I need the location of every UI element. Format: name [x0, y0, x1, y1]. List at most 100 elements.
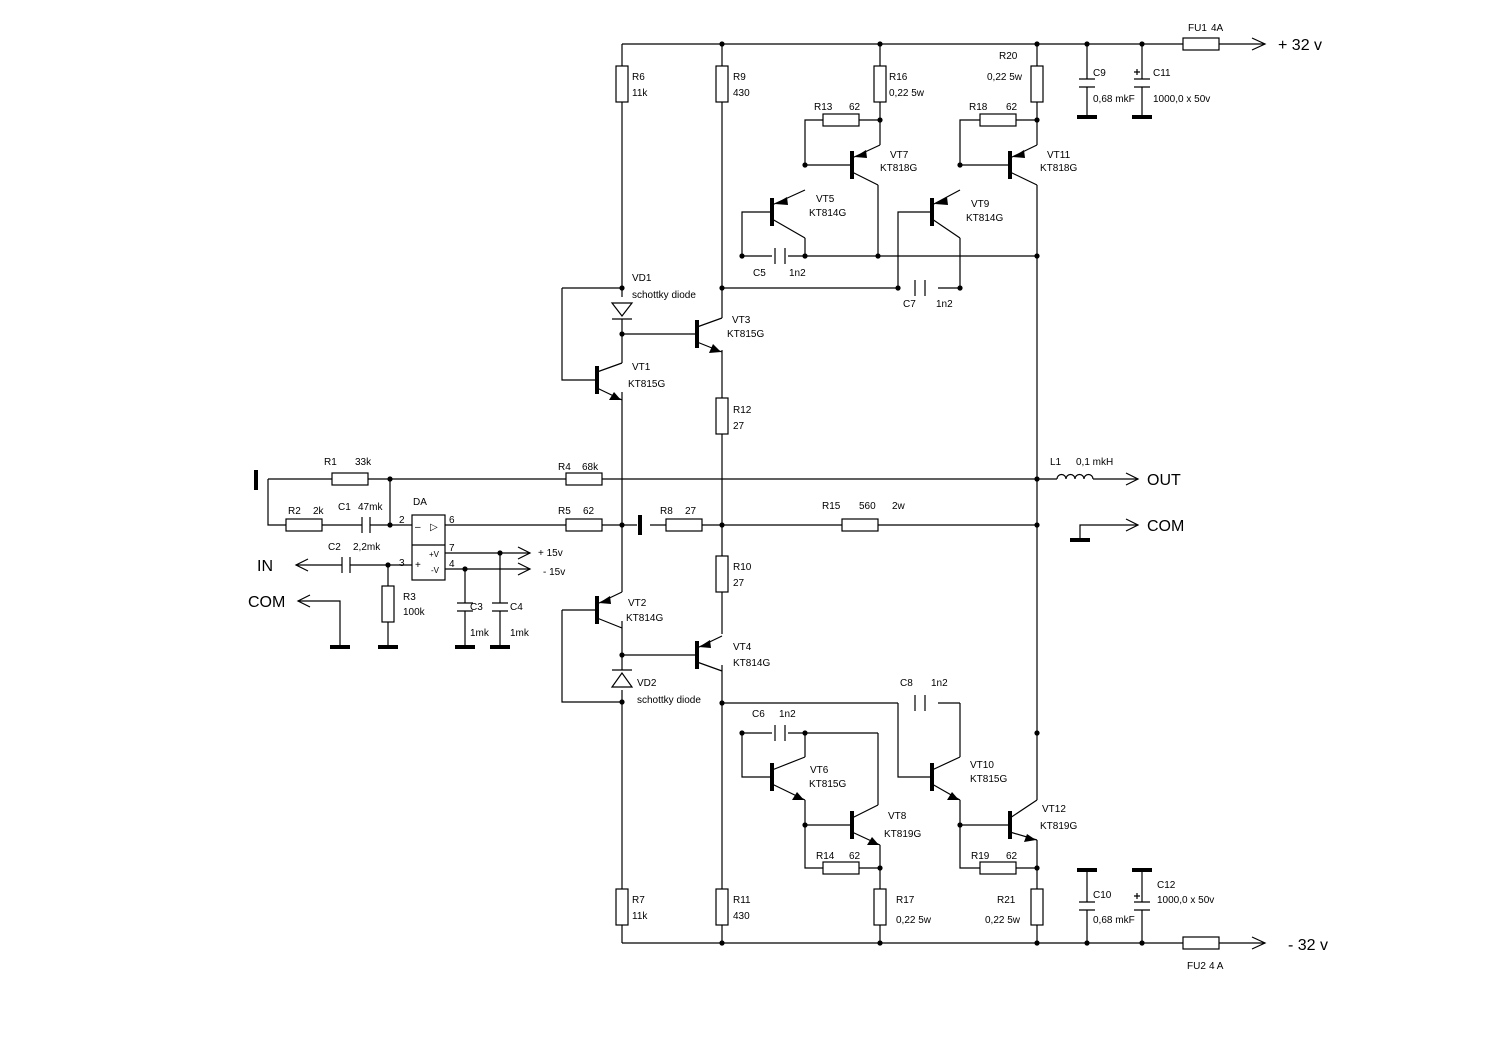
transistor-VT8: [850, 804, 881, 846]
label-R9-ref: R9: [733, 72, 746, 83]
label-VT9-value: KT814G: [966, 213, 1003, 224]
label-VT12-value: KT819G: [1040, 821, 1077, 832]
resistor-R21: [1030, 888, 1044, 926]
label-R14-value: 62: [849, 851, 861, 862]
diode-VD1: [610, 302, 634, 320]
inductor-L1: [1056, 473, 1094, 480]
resistor-R16: [873, 65, 887, 103]
capacitor-C8: [914, 695, 926, 711]
label-R11-ref: R11: [733, 895, 751, 906]
label-VT5-ref: VT5: [816, 194, 835, 205]
label-VT1-value: KT815G: [628, 379, 665, 390]
capacitor-C12: [1134, 901, 1150, 911]
resistor-R12: [715, 397, 729, 435]
label-C2-value: 2,2mk: [353, 542, 381, 553]
label-R12-ref: R12: [733, 405, 752, 416]
label-C11-ref: C11: [1153, 68, 1171, 79]
label-R21-ref: R21: [997, 895, 1016, 906]
wires: [267, 37, 1267, 950]
label-C12-value: 1000,0 x 50v: [1157, 895, 1214, 906]
label-L1-value: 0,1 mkH: [1076, 457, 1113, 468]
label-R2-value: 2k: [313, 506, 325, 517]
label-VT1-ref: VT1: [632, 362, 651, 373]
opamp-ref: DA: [413, 497, 427, 508]
label-R7-ref: R7: [632, 895, 645, 906]
label-VT8-ref: VT8: [888, 811, 907, 822]
label-C6-value: 1n2: [779, 709, 796, 720]
fuse-FU2: [1182, 936, 1220, 950]
terminal-m15: - 15v: [543, 567, 565, 578]
opamp-minus-symbol: –: [415, 522, 421, 533]
polarity-plus-C11: [1134, 69, 1140, 75]
label-VT9-ref: VT9: [971, 199, 990, 210]
capacitors: [341, 69, 1150, 911]
label-VD2-ref: VD2: [637, 678, 657, 689]
resistor-R20: [1030, 65, 1044, 103]
label-VT2-ref: VT2: [628, 598, 647, 609]
label-R1-value: 33k: [355, 457, 372, 468]
label-VT12-ref: VT12: [1042, 804, 1066, 815]
label-C4-ref: C4: [510, 602, 523, 613]
label-R10-ref: R10: [733, 562, 752, 573]
transistors: [595, 144, 1038, 846]
diode-VD2: [610, 669, 634, 688]
label-VT2-value: KT814G: [626, 613, 663, 624]
junctions: [385, 41, 1145, 946]
label-C8-ref: C8: [900, 678, 913, 689]
resistor-R13: [822, 113, 860, 127]
ground-symbols: [254, 115, 1152, 872]
resistor-R5: [565, 518, 603, 532]
label-VT3-ref: VT3: [732, 315, 751, 326]
label-C7-ref: C7: [903, 299, 916, 310]
label-R19-value: 62: [1006, 851, 1018, 862]
label-R1-ref: R1: [324, 457, 337, 468]
label-R18-value: 62: [1006, 102, 1018, 113]
terminal-out: OUT: [1147, 472, 1181, 489]
label-VT10-value: KT815G: [970, 774, 1007, 785]
label-VT11-ref: VT11: [1047, 150, 1071, 161]
label-C9-value: 0,68 mkF: [1093, 94, 1135, 105]
capacitor-C1: [361, 517, 371, 533]
label-VT6-ref: VT6: [810, 765, 829, 776]
label-VT3-value: KT815G: [727, 329, 764, 340]
terminal-p15: + 15v: [538, 548, 563, 559]
label-VT4-value: KT814G: [733, 658, 770, 669]
label-C8-value: 1n2: [931, 678, 948, 689]
terminal-vneg: - 32 v: [1288, 937, 1328, 954]
opamp-pin-4: 4: [449, 559, 455, 570]
transistor-VT5: [770, 189, 806, 239]
label-VT10-ref: VT10: [970, 760, 994, 771]
capacitor-C10: [1079, 901, 1095, 911]
opamp-pin-7: 7: [449, 543, 455, 554]
opamp-pin-2: 2: [399, 515, 405, 526]
transistor-VT2: [595, 591, 623, 629]
resistor-R4: [565, 472, 603, 486]
label-FU1-ref: FU1: [1188, 23, 1207, 34]
opamp-vpos-symbol: +V: [429, 550, 440, 559]
label-C4-value: 1mk: [510, 628, 530, 639]
label-C6-ref: C6: [752, 709, 765, 720]
resistor-R18: [979, 113, 1017, 127]
label-C11-value: 1000,0 x 50v: [1153, 94, 1210, 105]
resistor-R10: [715, 555, 729, 593]
terminal-com-right: COM: [1147, 518, 1184, 535]
label-R20-ref: R20: [999, 51, 1018, 62]
capacitor-C2: [341, 557, 351, 573]
opamp-plus-symbol: +: [415, 560, 421, 571]
resistor-R19: [979, 861, 1017, 875]
opamp-vneg-symbol: -V: [431, 566, 440, 575]
terminal-com-left: COM: [248, 594, 285, 611]
label-C2-ref: C2: [328, 542, 341, 553]
label-FU2-ref: FU2: [1187, 961, 1206, 972]
label-R12-value: 27: [733, 421, 745, 432]
transistor-VT7: [850, 144, 881, 186]
label-R5-value: 62: [583, 506, 595, 517]
label-VT7-ref: VT7: [890, 150, 909, 161]
terminal-in: IN: [257, 558, 273, 575]
label-R4-value: 68k: [582, 462, 599, 473]
transistor-VT11: [1008, 144, 1038, 186]
resistor-R9: [715, 65, 729, 103]
label-R11-value: 430: [733, 911, 750, 922]
label-FU2-value: 4 A: [1209, 961, 1224, 972]
